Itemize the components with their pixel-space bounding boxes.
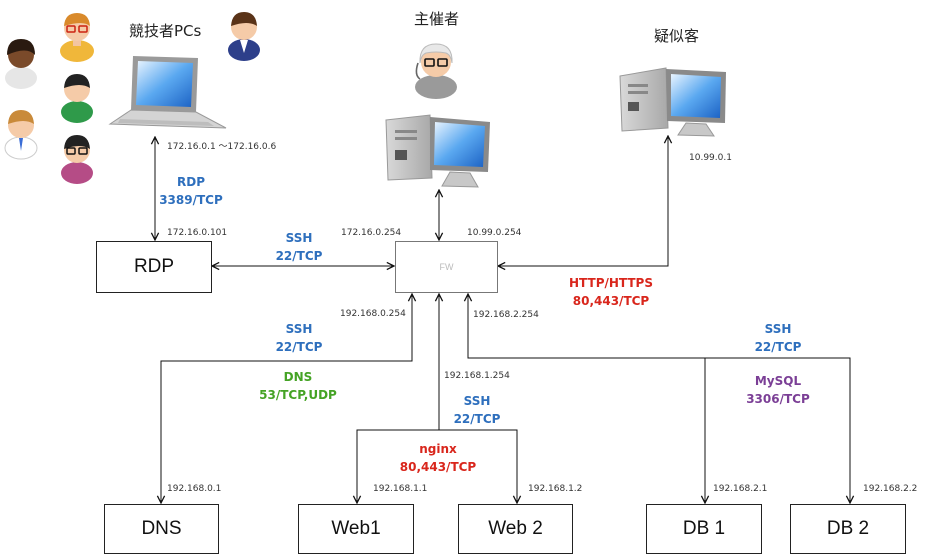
protocol-port: 80,443/TCP bbox=[399, 460, 477, 474]
rdp-node: RDP bbox=[96, 241, 212, 293]
protocol-name: DNS bbox=[283, 370, 313, 384]
link-fw-db bbox=[468, 294, 850, 503]
protocol-name: HTTP/HTTPS bbox=[569, 276, 653, 290]
protocol-name: SSH bbox=[764, 322, 792, 336]
protocol-port: 3306/TCP bbox=[746, 392, 810, 406]
player-range-label: 172.16.0.1 ～172.16.0.6 bbox=[167, 142, 277, 152]
protocol-name: MySQL bbox=[754, 374, 802, 388]
protocol-port: 22/TCP bbox=[453, 412, 501, 426]
protocol-port: 22/TCP bbox=[275, 249, 323, 263]
fw-192-0-label: 192.168.0.254 bbox=[340, 309, 406, 319]
protocol-port: 53/TCP,UDP bbox=[259, 388, 337, 402]
web1-node: Web1 bbox=[298, 504, 414, 554]
ssh-rdp-fw-label: SSH 22/TCP bbox=[258, 229, 340, 265]
ssh-db-label: SSH 22/TCP bbox=[737, 320, 819, 356]
db1-ip-label: 192.168.2.1 bbox=[713, 484, 768, 494]
protocol-port: 80,443/TCP bbox=[572, 294, 650, 308]
db2-node: DB 2 bbox=[790, 504, 906, 554]
server-computer-icon bbox=[619, 67, 726, 137]
db1-node: DB 1 bbox=[646, 504, 762, 554]
pseudo-client-title: 疑似客 bbox=[654, 27, 700, 45]
mysql-protocol-label: MySQL 3306/TCP bbox=[734, 372, 822, 408]
dns-protocol-label: DNS 53/TCP,UDP bbox=[250, 368, 346, 404]
dns-node: DNS bbox=[104, 504, 219, 554]
dns-ip-label: 192.168.0.1 bbox=[167, 484, 222, 494]
http-protocol-label: HTTP/HTTPS 80,443/TCP bbox=[560, 274, 662, 310]
web2-node: Web 2 bbox=[458, 504, 573, 554]
protocol-name: RDP bbox=[177, 175, 205, 189]
person-icon-4 bbox=[61, 74, 93, 123]
laptop-icon bbox=[108, 56, 227, 129]
protocol-name: SSH bbox=[285, 322, 313, 336]
rdp-protocol-label: RDP 3389/TCP bbox=[150, 173, 232, 209]
person-icon-5 bbox=[4, 110, 38, 160]
web1-ip-label: 192.168.1.1 bbox=[373, 484, 428, 494]
protocol-name: nginx bbox=[419, 442, 457, 456]
person-icon-2 bbox=[228, 12, 260, 61]
organizer-person-icon bbox=[415, 43, 457, 99]
person-icon-3 bbox=[5, 39, 37, 89]
link-fw-dns bbox=[161, 294, 412, 503]
fw-ext-172-label: 172.16.0.254 bbox=[341, 228, 402, 238]
fw-192-1-label: 192.168.1.254 bbox=[444, 371, 510, 381]
ssh-web-label: SSH 22/TCP bbox=[436, 392, 518, 428]
fw-192-2-label: 192.168.2.254 bbox=[473, 310, 539, 320]
fw-ext-10-label: 10.99.0.254 bbox=[467, 228, 522, 238]
players-title: 競技者PCs bbox=[129, 22, 202, 40]
web2-ip-label: 192.168.1.2 bbox=[528, 484, 583, 494]
fw-node: FW bbox=[395, 241, 498, 293]
protocol-port: 22/TCP bbox=[754, 340, 802, 354]
nginx-protocol-label: nginx 80,443/TCP bbox=[386, 440, 490, 476]
protocol-port: 3389/TCP bbox=[159, 193, 223, 207]
rdp-ip-label: 172.16.0.101 bbox=[167, 228, 228, 238]
person-icon-6 bbox=[61, 135, 93, 184]
protocol-name: SSH bbox=[463, 394, 491, 408]
client-ip-label: 10.99.0.1 bbox=[689, 153, 732, 163]
protocol-name: SSH bbox=[285, 231, 313, 245]
organizer-title: 主催者 bbox=[414, 10, 460, 28]
protocol-port: 22/TCP bbox=[275, 340, 323, 354]
person-icon-1 bbox=[60, 13, 94, 62]
db2-ip-label: 192.168.2.2 bbox=[863, 484, 918, 494]
ssh-dns-label: SSH 22/TCP bbox=[258, 320, 340, 356]
desktop-computer-icon bbox=[385, 114, 490, 188]
link-web1 bbox=[357, 429, 439, 503]
link-client-fw bbox=[498, 136, 668, 266]
